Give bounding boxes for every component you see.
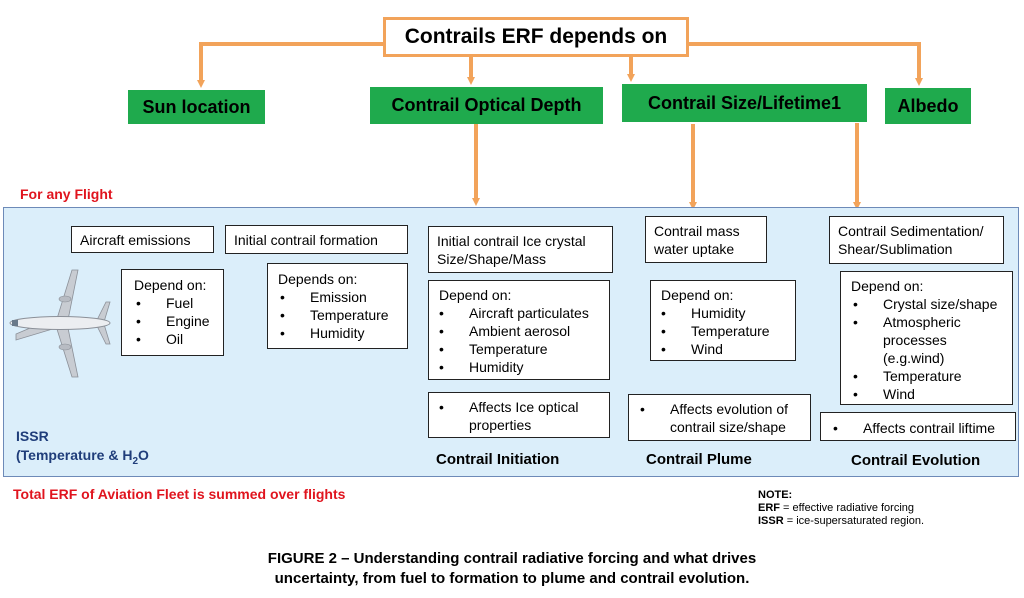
list-item: Temperature bbox=[853, 367, 1002, 385]
list-item: Temperature bbox=[661, 322, 785, 340]
note-issr-def: = ice-supersaturated region. bbox=[783, 515, 925, 527]
root-title-box: Contrails ERF depends on bbox=[383, 17, 689, 57]
plume-affects-line1: Affects evolution of bbox=[670, 401, 789, 417]
list-item: Atmospheric processes (e.g.wind) bbox=[853, 313, 1002, 367]
list-item: Affects Ice optical properties bbox=[439, 398, 599, 434]
issr-line2-sub: 2 bbox=[132, 455, 138, 467]
plume-affects-list: Affects evolution of contrail size/shape bbox=[639, 400, 800, 436]
evolution-depend-box: Depend on: Crystal size/shape Atmospheri… bbox=[840, 271, 1013, 405]
list-item: Crystal size/shape bbox=[853, 295, 1002, 313]
note-erf-key: ERF bbox=[758, 502, 780, 514]
initial-formation-box: Initial contrail formation bbox=[225, 225, 408, 254]
list-item: Fuel bbox=[136, 294, 211, 312]
list-item: Temperature bbox=[439, 340, 599, 358]
list-item: Ambient aerosol bbox=[439, 322, 599, 340]
list-item: Engine bbox=[136, 312, 211, 330]
list-item: Temperature bbox=[280, 306, 397, 324]
issr-line2-suffix: O bbox=[138, 447, 149, 463]
list-item: Humidity bbox=[439, 358, 599, 376]
initiation-affects-line1: Affects Ice optical bbox=[469, 399, 579, 415]
initiation-affects-list: Affects Ice optical properties bbox=[439, 398, 599, 434]
total-erf-label: Total ERF of Aviation Fleet is summed ov… bbox=[13, 486, 346, 502]
plume-depend-box: Depend on: Humidity Temperature Wind bbox=[650, 280, 796, 361]
factor-optical-depth-label: Contrail Optical Depth bbox=[391, 95, 582, 115]
issr-line2-prefix: (Temperature & H bbox=[16, 447, 133, 463]
list-item: Oil bbox=[136, 330, 211, 348]
plume-title-box: Contrail mass water uptake bbox=[645, 216, 767, 263]
note-erf-def: = effective radiative forcing bbox=[780, 502, 915, 514]
section-contrail-evolution: Contrail Evolution bbox=[851, 452, 981, 469]
evolution-atmos-line1: Atmospheric bbox=[883, 314, 961, 330]
initiation-affects-box: Affects Ice optical properties bbox=[428, 392, 610, 438]
emissions-depend-title: Depend on: bbox=[134, 277, 207, 293]
factor-albedo-label: Albedo bbox=[897, 95, 959, 116]
note-title: NOTE: bbox=[758, 489, 793, 501]
issr-label: ISSR (Temperature & H2O bbox=[16, 427, 149, 471]
caption-line2: uncertainty, from fuel to formation to p… bbox=[274, 570, 750, 587]
factor-size-lifetime: Contrail Size/Lifetime1 bbox=[622, 84, 867, 122]
aircraft-emissions-box: Aircraft emissions bbox=[71, 226, 214, 253]
aircraft-emissions-title: Aircraft emissions bbox=[80, 231, 191, 248]
initiation-title-line1: Initial contrail Ice crystal bbox=[437, 233, 586, 249]
evolution-affects-list: Affects contrail liftime bbox=[831, 419, 1005, 437]
factor-albedo: Albedo bbox=[885, 88, 971, 124]
list-item: Affects contrail liftime bbox=[833, 419, 1005, 437]
list-item: Humidity bbox=[661, 304, 785, 322]
initiation-affects-line2: properties bbox=[469, 417, 532, 433]
evolution-atmos-line2: processes bbox=[883, 332, 947, 348]
factor-size-lifetime-label: Contrail Size/Lifetime1 bbox=[647, 92, 842, 113]
evolution-affects-box: Affects contrail liftime bbox=[820, 412, 1016, 441]
section-contrail-initiation: Contrail Initiation bbox=[436, 451, 560, 468]
note-erf: ERF = effective radiative forcing bbox=[758, 502, 924, 515]
note-issr: ISSR = ice-supersaturated region. bbox=[758, 515, 924, 528]
root-title: Contrails ERF depends on bbox=[404, 25, 668, 48]
plume-depend-list: Humidity Temperature Wind bbox=[661, 304, 785, 358]
list-item: Aircraft particulates bbox=[439, 304, 599, 322]
plume-affects-box: Affects evolution of contrail size/shape bbox=[628, 394, 811, 441]
evolution-title-line1: Contrail Sedimentation/ bbox=[838, 223, 984, 239]
caption-line1: FIGURE 2 – Understanding contrail radiat… bbox=[267, 550, 757, 567]
plume-title-line2: water uptake bbox=[654, 241, 735, 257]
evolution-title-box: Contrail Sedimentation/ Shear/Sublimatio… bbox=[829, 216, 1004, 264]
formation-depend-list: Emission Temperature Humidity bbox=[278, 288, 397, 342]
note-block: NOTE: ERF = effective radiative forcing … bbox=[758, 489, 924, 528]
factor-optical-depth: Contrail Optical Depth bbox=[370, 87, 603, 124]
evolution-title-line2: Shear/Sublimation bbox=[838, 241, 953, 257]
plume-title-line1: Contrail mass bbox=[654, 223, 740, 239]
initiation-title-box: Initial contrail Ice crystal Size/Shape/… bbox=[428, 226, 613, 273]
initiation-depend-box: Depend on: Aircraft particulates Ambient… bbox=[428, 280, 610, 380]
arrow-to-albedo bbox=[689, 42, 923, 86]
note-issr-key: ISSR bbox=[758, 515, 784, 527]
list-item: Wind bbox=[661, 340, 785, 358]
emissions-depend-list: Fuel Engine Oil bbox=[134, 294, 211, 348]
initiation-depend-list: Aircraft particulates Ambient aerosol Te… bbox=[439, 304, 599, 376]
initiation-title-line2: Size/Shape/Mass bbox=[437, 251, 546, 267]
list-item: Emission bbox=[280, 288, 397, 306]
emissions-depend-box: Depend on: Fuel Engine Oil bbox=[121, 269, 224, 356]
figure-caption: FIGURE 2 – Understanding contrail radiat… bbox=[0, 549, 1024, 589]
evolution-depend-title: Depend on: bbox=[851, 278, 924, 294]
list-item: Wind bbox=[853, 385, 1002, 403]
issr-line1: ISSR bbox=[16, 428, 49, 444]
evolution-depend-list: Crystal size/shape Atmospheric processes… bbox=[851, 295, 1002, 403]
plume-depend-title: Depend on: bbox=[661, 287, 734, 303]
evolution-atmos-line3: (e.g.wind) bbox=[883, 350, 945, 366]
factor-sun-location: Sun location bbox=[128, 90, 265, 124]
arrow-to-sun bbox=[197, 42, 383, 88]
initial-formation-title: Initial contrail formation bbox=[234, 231, 378, 248]
formation-depend-title: Depends on: bbox=[278, 271, 358, 287]
list-item: Affects evolution of contrail size/shape bbox=[640, 400, 800, 436]
for-any-flight-label: For any Flight bbox=[20, 186, 113, 202]
list-item: Humidity bbox=[280, 324, 397, 342]
formation-depend-box: Depends on: Emission Temperature Humidit… bbox=[267, 263, 408, 349]
airplane-icon bbox=[9, 269, 111, 378]
section-contrail-plume: Contrail Plume bbox=[646, 451, 752, 468]
issr-line2: (Temperature & H2O bbox=[16, 446, 149, 471]
initiation-depend-title: Depend on: bbox=[439, 287, 512, 303]
plume-affects-line2: contrail size/shape bbox=[670, 419, 786, 435]
factor-sun-label: Sun location bbox=[142, 96, 251, 117]
